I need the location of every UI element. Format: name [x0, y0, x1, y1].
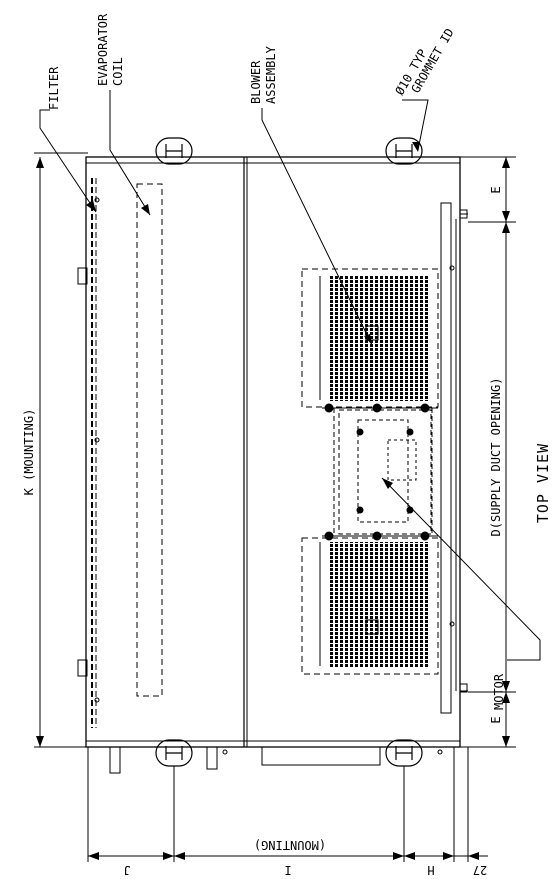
blower-assembly: [301, 268, 439, 675]
evaporator-coil: [136, 183, 163, 697]
filter-label: FILTER: [47, 66, 61, 110]
k-dimension-label: K (MOUNTING): [22, 409, 36, 496]
filter-rail: [77, 178, 100, 728]
mounting-grommets: [155, 137, 423, 767]
bottom-connections: [109, 746, 443, 774]
evaporator-label: EVAPORATOR: [96, 13, 110, 86]
assembly-label: ASSEMBLY: [264, 45, 278, 104]
dimension-arrowheads: [36, 157, 510, 860]
leader-arrowheads: [86, 142, 420, 489]
leader-lines: [39, 90, 541, 661]
e-bottom-label: E: [489, 716, 503, 723]
view-title: TOP VIEW: [534, 443, 552, 523]
dimension-lines: [34, 152, 516, 862]
coil-label: COIL: [111, 57, 125, 86]
i-dimension-label: I: [284, 863, 291, 877]
blower-label: BLOWER: [249, 60, 263, 104]
dim-27-label: 27: [473, 863, 487, 877]
i-mounting-label: (MOUNTING): [254, 838, 326, 852]
supply-flange: [440, 202, 468, 714]
j-dimension-label: J: [123, 863, 130, 877]
d-dimension-label: D(SUPPLY DUCT OPENING): [489, 378, 503, 537]
h-dimension-label: H: [427, 863, 434, 877]
motor-label: MOTOR: [492, 673, 506, 710]
e-top-label: E: [489, 186, 503, 193]
